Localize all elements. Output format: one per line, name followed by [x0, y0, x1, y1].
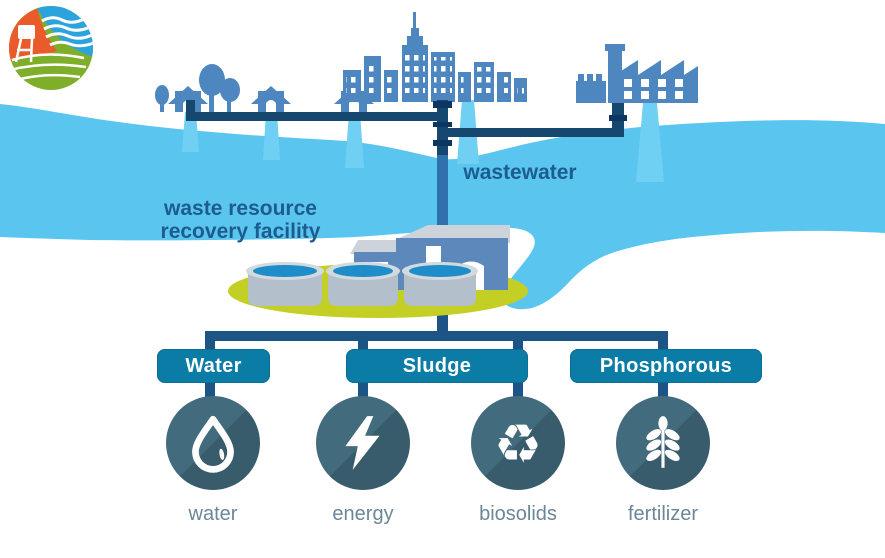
houses-pipe: [186, 112, 443, 121]
logo-water-tower-icon: [14, 25, 35, 63]
main-pipe: [437, 100, 448, 155]
water-drop-icon: [192, 415, 234, 473]
output-label-water: water: [188, 503, 238, 525]
lightning-bolt-icon: [345, 416, 380, 470]
facility-label-line1: waste resource: [164, 197, 317, 220]
factory: [576, 44, 698, 103]
output-label-fertilizer: fertilizer: [627, 503, 698, 525]
city-skyline: [343, 12, 527, 102]
tank: [246, 262, 324, 306]
recycle-icon: ♻: [494, 413, 542, 474]
organization-logo: [9, 6, 93, 90]
clarifier-tanks: [246, 262, 478, 306]
wheat-icon: [646, 416, 680, 468]
energy-output-circle: [316, 396, 410, 490]
fertilizer-output-circle: [616, 396, 710, 490]
box-water-label: Water: [185, 354, 242, 377]
box-sludge: Sludge: [346, 349, 528, 383]
svg-text:♻: ♻: [494, 413, 542, 474]
box-water: Water: [157, 349, 270, 383]
box-sludge-label: Sludge: [402, 354, 472, 377]
output-label-biosolids: biosolids: [479, 503, 557, 525]
output-label-energy: energy: [332, 503, 394, 525]
tank: [326, 262, 400, 306]
box-phosphorous-label: Phosphorous: [599, 354, 733, 377]
facility-label-line2: recovery facility: [160, 220, 321, 243]
house-icon: [251, 86, 291, 112]
wastewater-label: wastewater: [463, 161, 577, 184]
box-phosphorous: Phosphorous: [570, 349, 762, 383]
logo-waves-icon: [41, 16, 93, 48]
facility-label: waste resource recovery facility: [138, 197, 343, 243]
water-output-circle: [166, 396, 260, 490]
biosolids-output-circle: ♻: [471, 396, 565, 490]
factory-pipe: [448, 128, 618, 137]
tank: [402, 262, 478, 306]
